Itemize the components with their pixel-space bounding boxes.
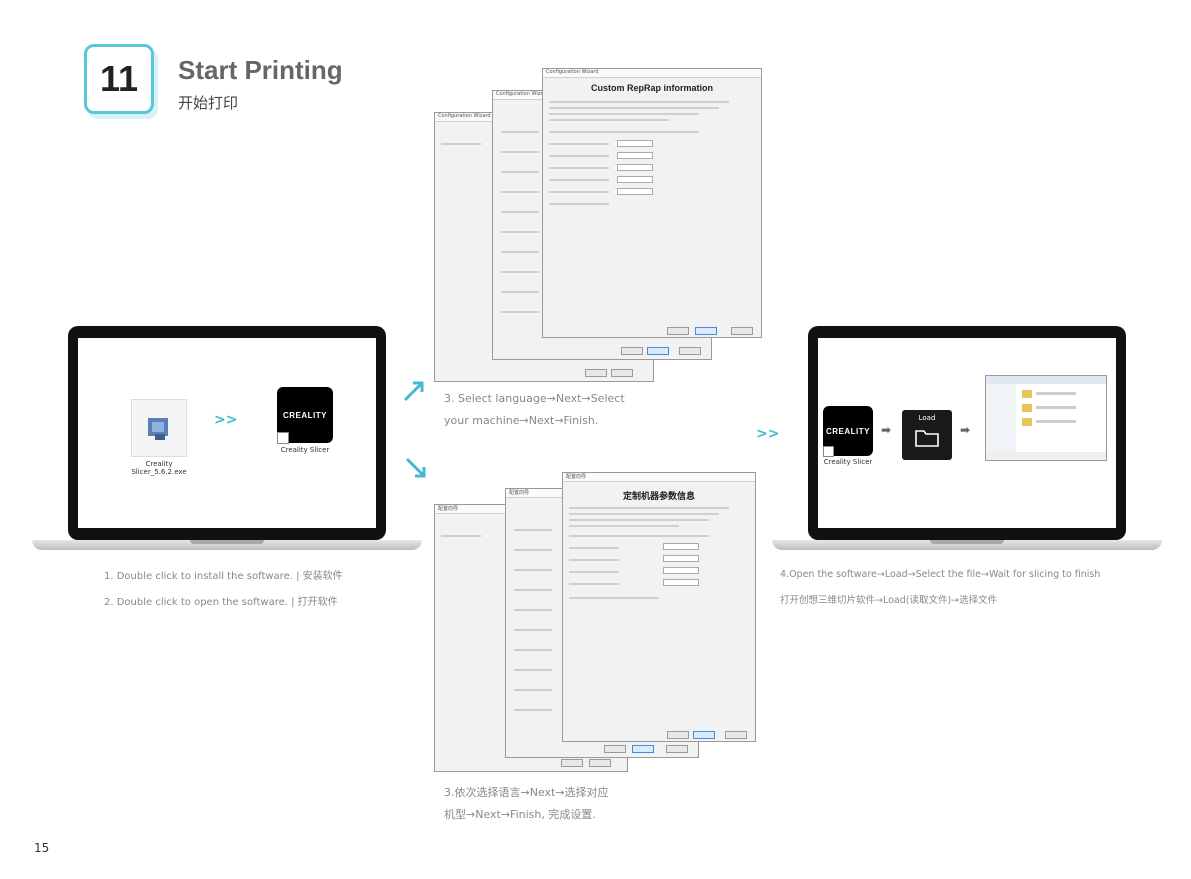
file-dialog[interactable] xyxy=(985,375,1107,461)
steps-1-2-caption: 1. Double click to install the software.… xyxy=(104,564,343,616)
step3-cn-caption: 3.依次选择语言→Next→选择对应 机型→Next→Finish, 完成设置. xyxy=(444,786,609,821)
wizard-cn-heading: 定制机器参数信息 xyxy=(622,491,695,501)
arrow-down-right-icon xyxy=(405,457,426,478)
shortcut-arrow-icon xyxy=(277,432,289,444)
chevron-icon: >> xyxy=(756,426,780,442)
right-laptop-screen: CREALITY Creality Slicer ➡ Load ➡ xyxy=(808,326,1126,540)
folder-icon xyxy=(1022,418,1032,426)
step1-caption: 1. Double click to install the software.… xyxy=(104,571,343,582)
left-laptop-notch xyxy=(190,540,264,544)
folder-icon xyxy=(915,430,939,447)
load-label: Load xyxy=(918,414,936,422)
right-laptop-base xyxy=(772,540,1162,550)
left-laptop-screen: Creality Slicer_5.6.2.exe >> CREALITY Cr… xyxy=(68,326,386,540)
chevron-icon: >> xyxy=(214,412,238,428)
step4-caption: 4.Open the software→Load→Select the file… xyxy=(780,569,1101,606)
installer-icon xyxy=(148,418,168,440)
installer-file[interactable] xyxy=(131,399,187,457)
step-number: 11 xyxy=(99,58,139,99)
app-label: Creality Slicer xyxy=(823,458,873,466)
step3-en-caption: 3. Select language→Next→Select your mach… xyxy=(444,392,625,427)
left-laptop-display: Creality Slicer_5.6.2.exe >> CREALITY Cr… xyxy=(78,338,376,528)
wizard-dialog-front: Configuration Wizard Custom RepRap infor… xyxy=(542,68,762,338)
installer-label: Creality Slicer_5.6.2.exe xyxy=(131,460,187,476)
wizard-cn-dialog-front: 配置向导 定制机器参数信息 xyxy=(562,472,756,742)
right-laptop-notch xyxy=(930,540,1004,544)
page-number: 15 xyxy=(34,841,50,855)
load-button[interactable]: Load xyxy=(902,410,952,460)
app-label: Creality Slicer xyxy=(280,446,330,454)
right-laptop-display: CREALITY Creality Slicer ➡ Load ➡ xyxy=(818,338,1116,528)
folder-icon xyxy=(1022,404,1032,412)
folder-icon xyxy=(1022,390,1032,398)
wizard-heading: Custom RepRap information xyxy=(590,83,713,93)
arrow-right-icon: ➡ xyxy=(881,423,892,437)
step2-caption: 2. Double click to open the software. | … xyxy=(104,597,338,608)
step-number-box: 11 xyxy=(84,44,154,114)
page-title: Start Printing xyxy=(178,55,343,85)
shortcut-arrow-icon xyxy=(823,446,834,457)
arrow-up-right-icon xyxy=(403,381,424,402)
arrow-right-icon: ➡ xyxy=(960,423,971,437)
page-subtitle: 开始打印 xyxy=(178,94,239,112)
left-laptop-base xyxy=(32,540,422,550)
